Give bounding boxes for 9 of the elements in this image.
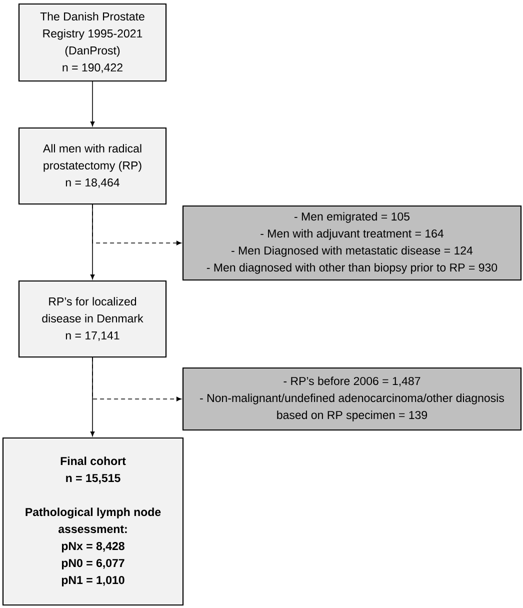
arrow (90, 357, 95, 436)
arrow (90, 204, 95, 280)
process-box: RP’s for localized disease in Denmark n = 17,141 (18, 280, 167, 358)
result-box: Final cohort n = 15,515 Pathological lymph node assessment: pNx = 8,428 pN0 = 6,077 pN1 = 1,010 (2, 437, 184, 606)
process-box: All men with radical prostatectomy (RP) n = 18,464 (18, 127, 167, 205)
arrow (90, 81, 95, 126)
exclusion-box: - Men emigrated = 105 - Men with adjuvant treatment = 164 - Men Diagnosed with metastatic disease = 124 - Men diagnosed with other than biopsy prior to RP = 930 (182, 205, 522, 281)
exclusion-box: - RP’s before 2006 = 1,487 - Non-malignant/undefined adenocarcinoma/other diagnosis based on RP specimen = 139 (182, 367, 522, 431)
process-box: The Danish Prostate Registry 1995-2021 (DanProst) n = 190,422 (18, 3, 167, 82)
